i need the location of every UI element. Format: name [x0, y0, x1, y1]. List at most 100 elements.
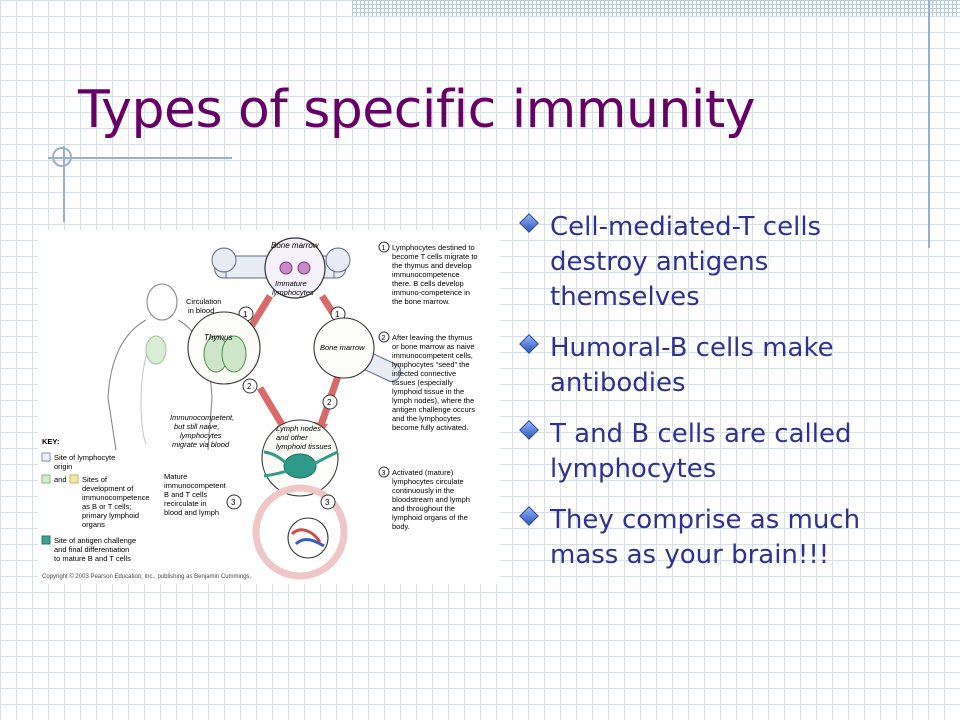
step-marker-2	[242, 378, 258, 394]
step-2-line: or bone marrow as naive	[392, 342, 475, 351]
label-mature-5: blood and lymph	[164, 508, 219, 517]
label-immunocompetent-1: Immunocompetent,	[170, 413, 234, 422]
key-swatch-origin	[41, 452, 51, 462]
step-3-line: lymphoid organs of the	[392, 513, 468, 522]
step-1-line: the bone marrow.	[392, 297, 450, 306]
right-vertical-line	[928, 0, 930, 248]
bullet-item: They comprise as much mass as your brain…	[519, 503, 920, 573]
key-item-text: Site of antigen challenge	[54, 536, 136, 545]
bone-marrow-circle	[264, 237, 326, 299]
label-circulation-1: Circulation	[186, 297, 221, 306]
thymus-lobe-icon	[221, 335, 247, 373]
title-vertical-line	[63, 146, 65, 222]
step-2-line: immunocompetent cells,	[392, 351, 473, 360]
bullet-item: Cell-mediated-T cells destroy antigens t…	[519, 210, 920, 315]
bullet-item: Humoral-B cells make antibodies	[519, 331, 920, 401]
bullet-text: Cell-mediated-T cells destroy antigens t…	[550, 212, 822, 312]
key-item-text: as B or T cells;	[82, 502, 131, 511]
diamond-bullet-icon	[519, 334, 539, 354]
copyright-text: Copyright © 2003 Pearson Education, Inc.…	[42, 573, 252, 580]
label-lymph-nodes-2: and other	[276, 433, 308, 442]
bullet-text: Humoral-B cells make antibodies	[550, 333, 834, 398]
key-item-text: and	[54, 475, 67, 484]
bullet-list: Cell-mediated-T cells destroy antigens t…	[519, 210, 920, 589]
lymph-node-icon	[283, 453, 317, 479]
label-thymus: Thymus	[204, 333, 232, 342]
label-immunocompetent-4: migrate via blood	[172, 440, 230, 449]
step-3-line: and throughout the	[392, 504, 455, 513]
bone-marrow-right-circle	[313, 317, 375, 379]
step-marker-2	[322, 394, 338, 410]
step-2-description: 2 After leaving the thymus or bone marro…	[378, 331, 475, 432]
label-mature-2: immunocompetent	[164, 481, 227, 490]
step-1-description: 1 Lymphocytes destined to become T cells…	[378, 241, 478, 306]
step-2-line: After leaving the thymus	[392, 333, 473, 342]
figure-key: KEY: Site of lymphocyte origin and Sites…	[41, 437, 150, 563]
step-3-line: continuously in the	[392, 486, 454, 495]
decorative-ring	[52, 147, 72, 167]
header-pattern-band	[352, 0, 960, 16]
key-item-text: to mature B and T cells	[54, 554, 131, 563]
step-2-line: lymph nodes), where the	[392, 396, 474, 405]
step-2-number: 2	[382, 335, 386, 342]
label-immature-2: lymphocytes	[272, 288, 314, 297]
key-title: KEY:	[42, 437, 59, 446]
step-1-line: immunocompetence	[392, 270, 460, 279]
step-3-description: 3 Activated (mature) lymphocytes circula…	[378, 466, 470, 531]
step-marker-3	[320, 494, 336, 510]
step-marker-2-number: 2	[327, 398, 332, 407]
capillary-vessel-icon	[290, 528, 322, 543]
diamond-bullet-icon	[519, 213, 539, 233]
bullet-item: T and B cells are called lymphocytes	[519, 417, 920, 487]
label-immunocompetent-2: but still naive,	[174, 422, 219, 431]
label-mature-1: Mature	[164, 472, 187, 481]
key-item-text: immunocompetence	[82, 493, 150, 502]
immature-lymphocyte-icon	[297, 261, 311, 275]
step-2-line: and the lymphocytes	[392, 414, 461, 423]
step-2-line: lymphocytes “seed” the	[392, 360, 470, 369]
step-1-line: there. B cells develop	[392, 279, 464, 288]
thymus-small-icon	[145, 335, 167, 365]
label-lymph-nodes-1: Lymph nodes	[276, 424, 321, 433]
step-1-number: 1	[382, 245, 386, 252]
step-marker-3	[226, 494, 242, 510]
bullet-text: They comprise as much mass as your brain…	[550, 505, 861, 570]
key-item-text: organs	[82, 520, 105, 529]
step-3-number: 3	[382, 470, 386, 477]
key-item-text: origin	[54, 462, 72, 471]
step-1-line: the thymus and develop	[392, 261, 472, 270]
lymphocyte-development-figure: Bone marrow Immature lymphocytes 1 1 Thy…	[38, 230, 500, 584]
step-1-line: Lymphocytes destined to	[392, 243, 475, 252]
label-lymph-nodes-3: lymphoid tissues	[276, 442, 332, 451]
label-mature-3: B and T cells	[164, 490, 207, 499]
lymphocyte-diagram: Bone marrow Immature lymphocytes 1 1 Thy…	[41, 237, 478, 580]
label-immature-1: Immature	[275, 279, 307, 288]
step-marker-1-number: 1	[335, 310, 340, 319]
step-3-line: Activated (mature)	[392, 468, 454, 477]
step-marker-3-number: 3	[325, 498, 330, 507]
label-circulation-2: in blood	[188, 306, 214, 315]
key-item-text: development of	[82, 484, 134, 493]
step-marker-3-number: 3	[231, 498, 236, 507]
diamond-bullet-icon	[519, 506, 539, 526]
capillary-circle	[287, 517, 329, 559]
step-1-line: become T cells migrate to	[392, 252, 478, 261]
label-immunocompetent-3: lymphocytes	[180, 431, 222, 440]
bullet-text: T and B cells are called lymphocytes	[550, 419, 852, 484]
step-3-line: lymphocytes circulate	[392, 477, 464, 486]
immature-lymphocyte-icon	[279, 261, 293, 275]
step-1-line: immuno-competence in	[392, 288, 470, 297]
key-swatch-bone-marrow	[69, 474, 79, 484]
label-mature-4: recirculate in	[164, 499, 207, 508]
key-swatch-thymus	[41, 474, 51, 484]
step-2-line: lymphoid tissue in the	[392, 387, 464, 396]
label-bone-marrow: Bone marrow	[271, 241, 320, 250]
step-3-line: bloodstream and lymph	[392, 495, 470, 504]
step-2-line: tissues (especially	[392, 378, 453, 387]
step-3-line: body.	[392, 522, 410, 531]
step-2-line: antigen challenge occurs	[392, 405, 475, 414]
capillary-vessel-icon	[294, 538, 325, 548]
step-2-line: infected connective	[392, 369, 456, 378]
step-2-line: become fully activated.	[392, 423, 468, 432]
slide-title: Types of specific immunity	[78, 80, 756, 140]
